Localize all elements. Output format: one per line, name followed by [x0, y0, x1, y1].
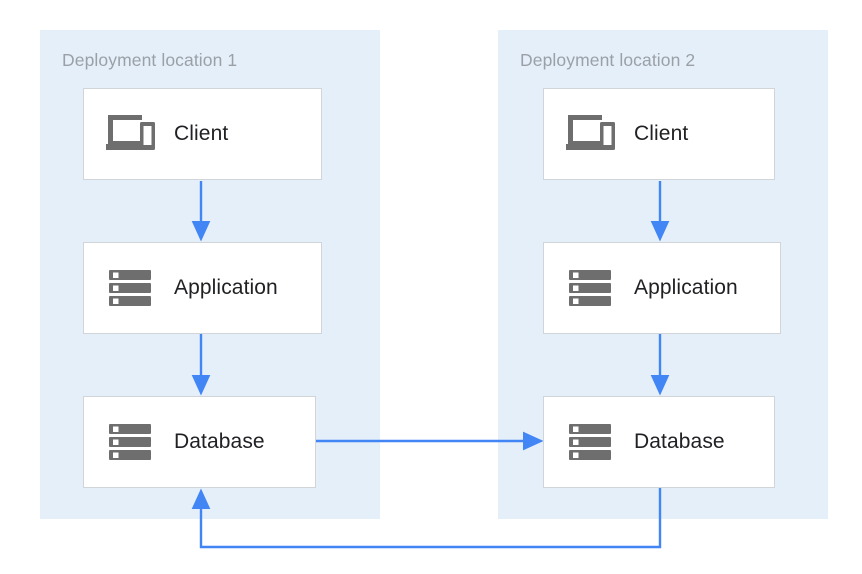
server-icon: [104, 265, 156, 311]
node-database-1[interactable]: Database: [83, 396, 316, 488]
deployment-zone-2-title: Deployment location 2: [520, 50, 696, 70]
node-client-1[interactable]: Client: [83, 88, 322, 180]
devices-icon: [104, 111, 156, 157]
node-application-1[interactable]: Application: [83, 242, 322, 334]
node-database-2-label: Database: [634, 430, 725, 453]
node-database-1-label: Database: [174, 430, 265, 453]
server-icon: [104, 419, 156, 465]
node-client-2-label: Client: [634, 122, 689, 145]
server-icon: [564, 265, 616, 311]
deployment-zone-1-title: Deployment location 1: [62, 50, 238, 70]
node-application-2-label: Application: [634, 276, 738, 299]
node-application-2[interactable]: Application: [543, 242, 781, 334]
node-client-1-label: Client: [174, 122, 229, 145]
devices-icon: [564, 111, 616, 157]
node-database-2[interactable]: Database: [543, 396, 775, 488]
node-client-2[interactable]: Client: [543, 88, 775, 180]
server-icon: [564, 419, 616, 465]
node-application-1-label: Application: [174, 276, 278, 299]
